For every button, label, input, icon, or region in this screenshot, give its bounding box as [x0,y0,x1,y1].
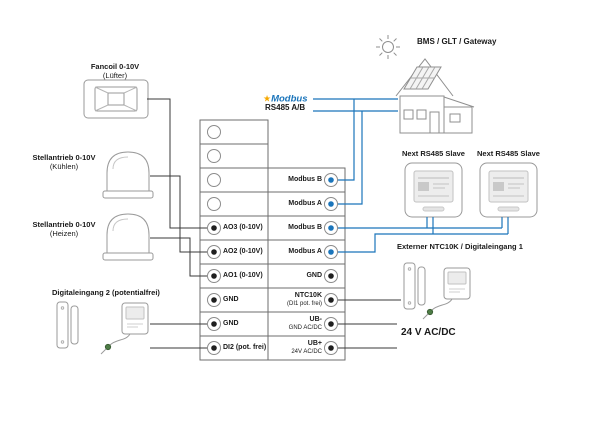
terminal-ao2-label: AO2 (0-10V) [223,248,263,255]
terminal-ao1-label: AO1 (0-10V) [223,272,263,279]
modbus-logo-text: Modbus [271,93,308,105]
terminal-label: Modbus B [288,224,322,231]
terminal-sublabel: (DI1 pot. frei) [286,301,322,307]
terminal-modbusb2-label: Modbus B [272,224,322,232]
sun-icon [376,35,400,59]
heating-name: Stellantrieb 0-10V [32,220,96,229]
heating-actuator-image [102,213,154,261]
cooling-actuator-image [102,151,154,199]
ntc-label: Externer NTC10K / Digitaleingang 1 [397,242,523,251]
fancoil-image [83,79,149,119]
building-image [395,58,475,134]
fancoil-name: Fancoil 0-10V [90,62,140,71]
di2-sensor-image [100,302,149,355]
terminal-label: UB- [309,316,322,323]
terminal-di2-label: DI2 (pot. frei) [223,344,267,351]
cooling-name: Stellantrieb 0-10V [32,153,96,162]
door-contact-left-image [56,301,79,349]
terminal-modbusb1-label: Modbus B [272,176,322,184]
terminal-gnd2-label: GND [223,320,239,327]
terminal-modbusa2-label: Modbus A [272,248,322,256]
di2-label: Digitaleingang 2 (potentialfrei) [52,288,160,297]
terminal-circles [207,125,338,355]
modbus-wires [313,98,509,253]
ntc-sensor-image [422,267,471,320]
terminal-gnd1-label: GND [223,296,239,303]
thermostat-2-image [479,162,538,218]
slave1-label: Next RS485 Slave [402,149,465,158]
fancoil-label: Fancoil 0-10V (Lüfter) [76,62,154,80]
modbus-star-icon: ★ [263,93,272,104]
terminal-ubplus-label: UB+ 24V AC/DC [272,340,322,356]
signal-wires [147,98,401,349]
fancoil-sub: (Lüfter) [102,71,128,80]
terminal-ubminus-label: UB- GND AC/DC [272,316,322,332]
bms-label: BMS / GLT / Gateway [417,37,497,46]
terminal-label: UB+ [307,340,322,347]
terminal-ao3-label: AO3 (0-10V) [223,224,263,231]
terminal-modbusa1-label: Modbus A [272,200,322,208]
terminal-dots [211,177,334,351]
thermostat-1-image [404,162,463,218]
door-contact-right-image [403,262,426,310]
terminal-ntc10k-label: NTC10K (DI1 pot. frei) [272,292,322,308]
terminal-label: Modbus B [288,176,322,183]
terminal-sublabel: 24V AC/DC [291,349,322,355]
heating-label: Stellantrieb 0-10V (Heizen) [26,220,102,238]
modbus-logo: ★Modbus [263,90,308,108]
terminal-label: Modbus A [288,200,322,207]
terminal-label: NTC10K [294,292,322,299]
terminal-gnd-right-label: GND [272,272,322,280]
terminal-sublabel: GND AC/DC [288,325,322,331]
slave2-label: Next RS485 Slave [477,149,540,158]
terminal-label: Modbus A [288,248,322,255]
terminal-label: GND [306,272,322,279]
cooling-sub: (Kühlen) [49,162,79,171]
heating-sub: (Heizen) [49,229,79,238]
power-label: 24 V AC/DC [401,327,456,338]
rs485-label: RS485 A/B [265,103,306,112]
cooling-label: Stellantrieb 0-10V (Kühlen) [26,153,102,171]
